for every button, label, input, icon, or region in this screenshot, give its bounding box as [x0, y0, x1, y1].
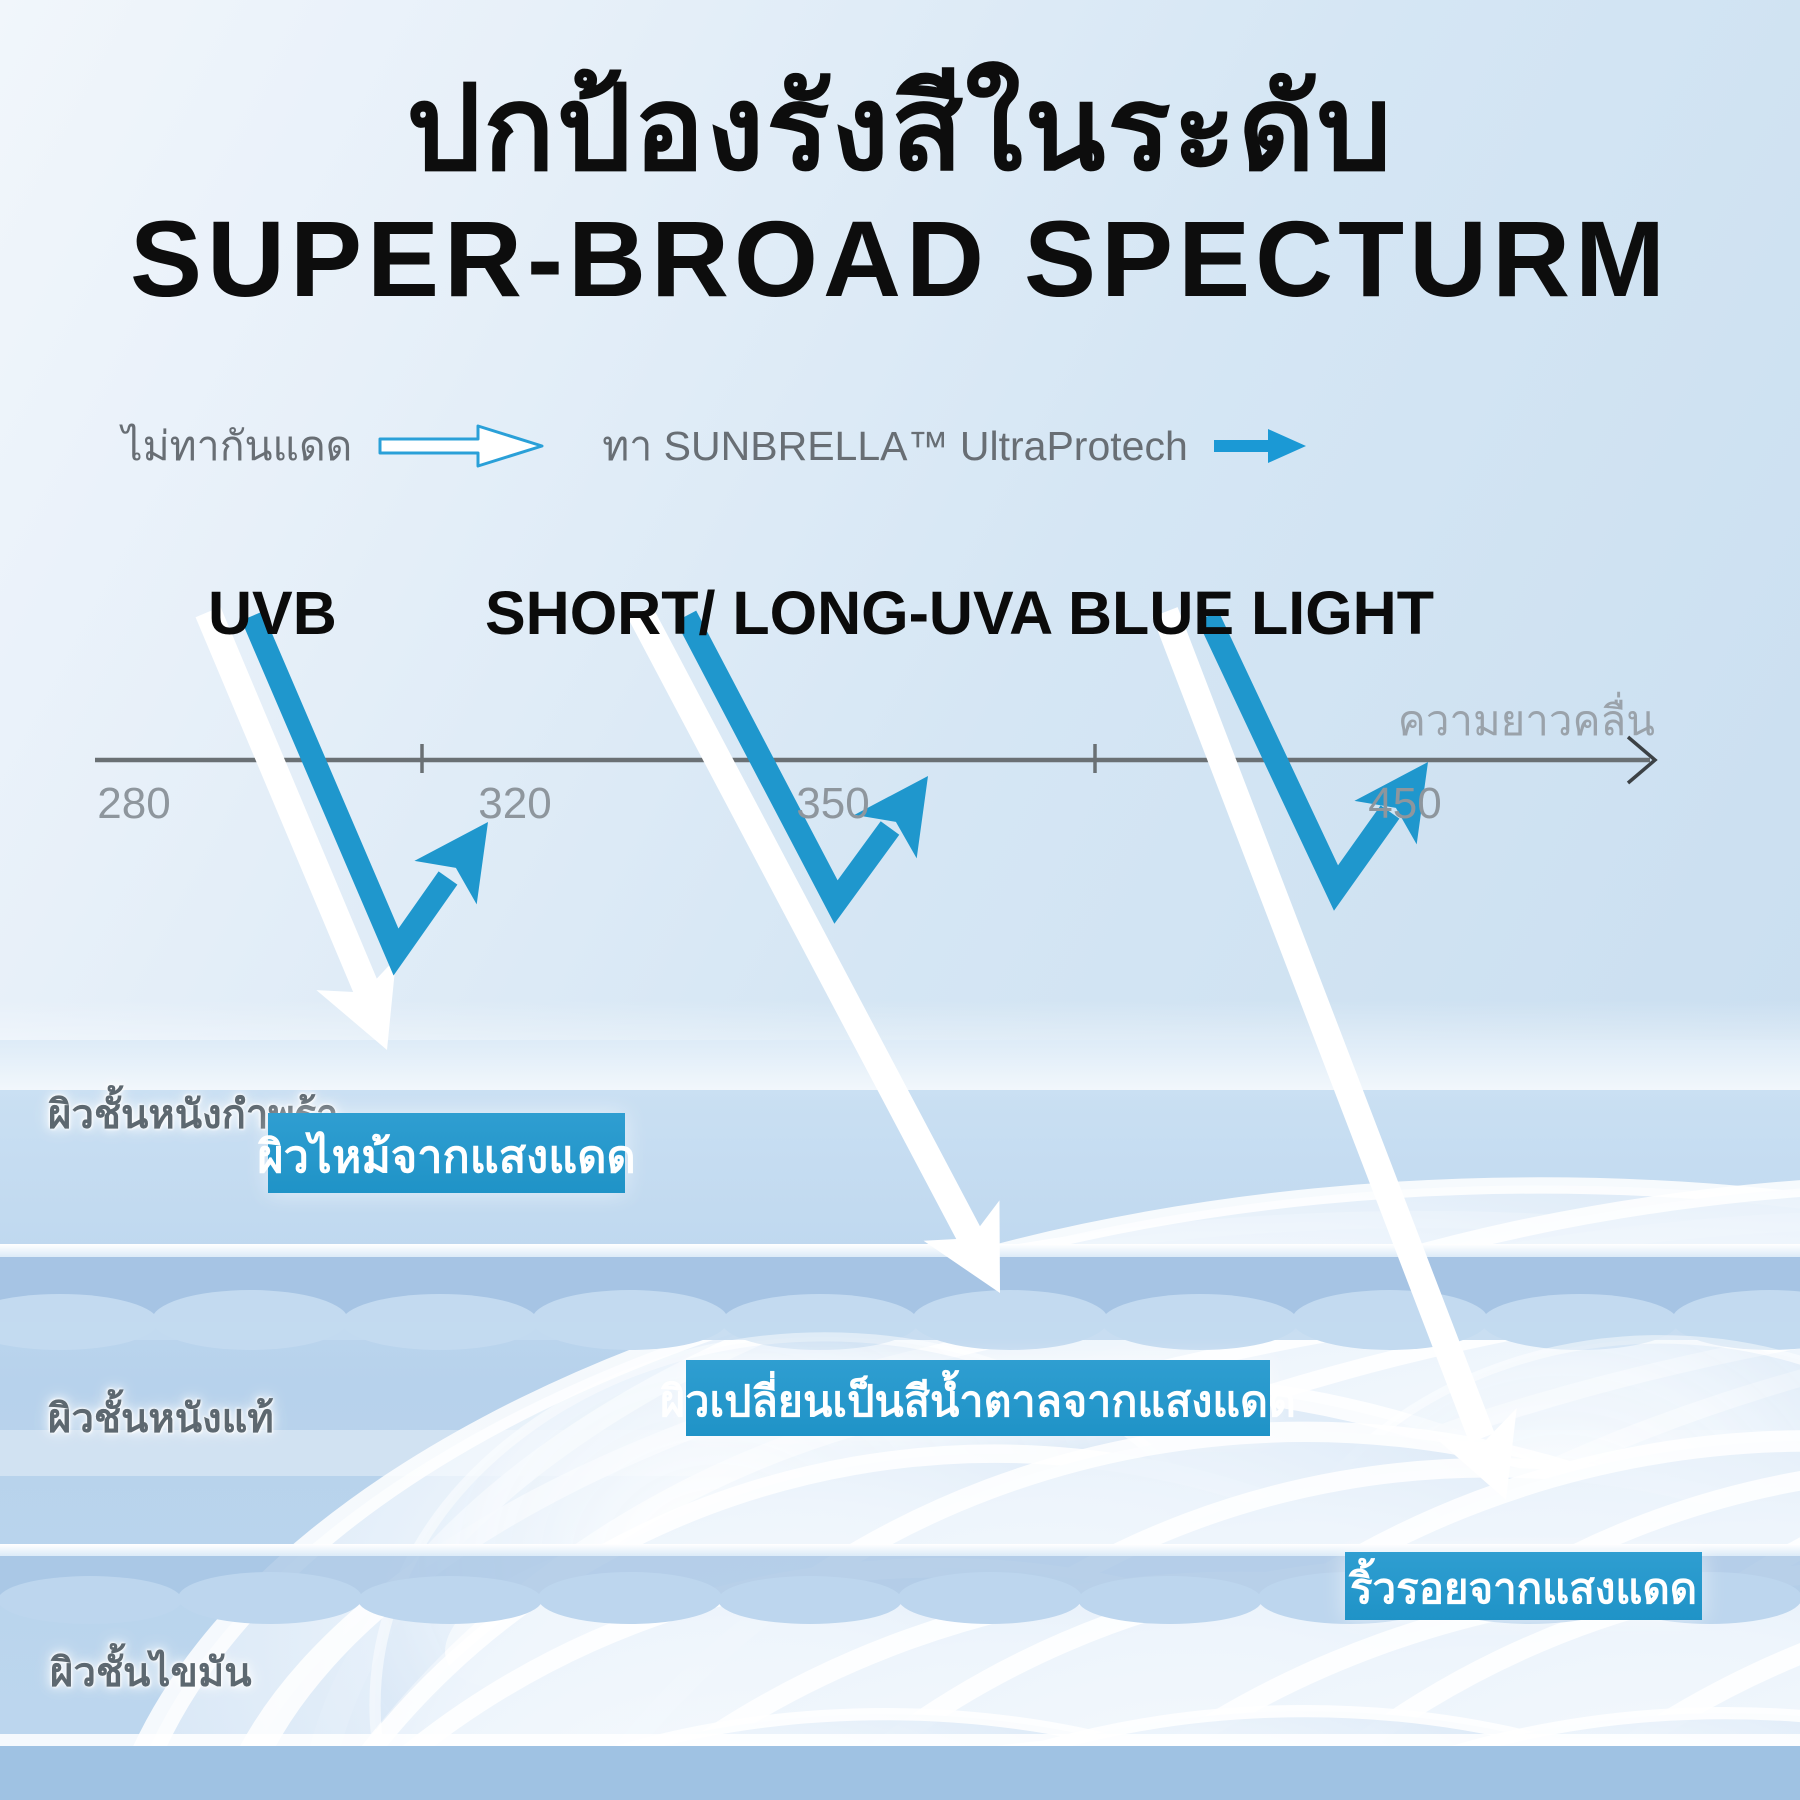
tick-label-280: 280 [97, 779, 171, 828]
penetrating-arrowhead-icon [316, 957, 397, 1050]
uva-ray-group [628, 605, 1000, 1293]
reflected-arrowhead-icon [854, 776, 928, 859]
effect-box-sunburn: ผิวไหม้จากแสงแดด [257, 1113, 636, 1193]
effect-box-wrinkles: ริ้วรอยจากแสงแดด [1345, 1552, 1702, 1620]
layer-label-fat: ผิวชั้นไขมัน [50, 1651, 252, 1695]
blue-light-ray-group [1152, 607, 1517, 1500]
penetrating-arrowhead-icon [923, 1200, 1000, 1293]
epidermis-shelf [0, 1244, 1800, 1350]
effect-box-tanning-label: ผิวเปลี่ยนเป็นสีน้ำตาลจากแสงแดด [660, 1378, 1296, 1426]
uvb-ray-group [195, 606, 488, 1050]
effect-box-wrinkles-label: ริ้วรอยจากแสงแดด [1350, 1565, 1697, 1612]
band-label-blue-light: BLUE LIGHT [1068, 579, 1434, 647]
title-block: ปกป้องรังสีในระดับ SUPER-BROAD SPECTURM [0, 58, 1800, 318]
solid-arrow-icon [1213, 429, 1306, 463]
legend-sunscreen-label: ทา SUNBRELLA™ UltraProtech [602, 422, 1188, 469]
axis-title-wavelength: ความยาวคลื่น [1397, 697, 1655, 744]
outline-arrow-icon [378, 424, 544, 468]
reflected-arrowhead-icon [414, 822, 488, 905]
penetrating-arrowhead-icon [1436, 1408, 1517, 1500]
layer-label-dermis: ผิวชั้นหนังแท้ [48, 1397, 274, 1441]
page-title-thai: ปกป้องรังสีในระดับ [406, 63, 1394, 195]
fat-layer-shelf [0, 1734, 1800, 1800]
page-title-en: SUPER-BROAD SPECTURM [129, 198, 1671, 319]
tick-label-350: 350 [796, 779, 870, 828]
effect-box-sunburn-label: ผิวไหม้จากแสงแดด [257, 1131, 636, 1182]
legend: ไม่ทากันแดด ทา SUNBRELLA™ UltraProtech [122, 416, 1310, 476]
wavelength-axis [95, 735, 1658, 785]
legend-no-sunscreen-label: ไม่ทากันแดด [122, 422, 353, 469]
band-label-uva: SHORT/ LONG-UVA [485, 579, 1054, 647]
tick-label-450: 450 [1368, 779, 1442, 828]
effect-box-tanning: ผิวเปลี่ยนเป็นสีน้ำตาลจากแสงแดด [660, 1360, 1296, 1436]
tick-label-320: 320 [478, 779, 552, 828]
band-label-uvb: UVB [208, 579, 337, 647]
axis-arrowhead-icon [1626, 735, 1658, 785]
reflected-arrowhead-icon [1354, 762, 1428, 845]
